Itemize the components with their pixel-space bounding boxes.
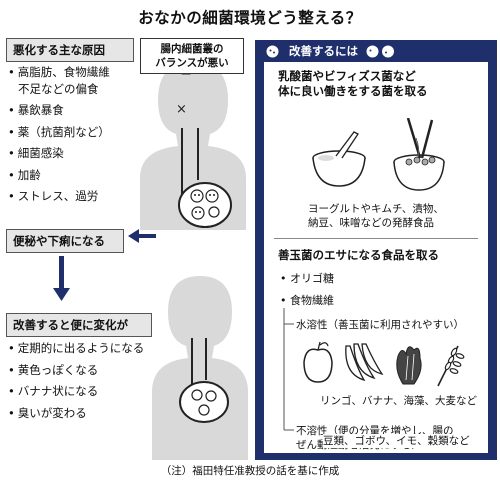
improve-header: 改善すると便に変化が xyxy=(6,313,152,337)
improvement-panel: 改善するには 乳酸菌やビフィズス菌など 体に良い働きをする菌を取る xyxy=(255,40,497,460)
prebiotics-title: 善玉菌のエサになる食品を取る xyxy=(278,248,439,262)
bacteria-icon xyxy=(366,45,394,58)
tree-lines xyxy=(283,308,294,431)
yogurt-bowl-icon xyxy=(312,131,366,187)
cause-item: ストレス、過労 xyxy=(8,186,110,208)
imbalance-callout: 腸内細菌叢の バランスが悪い xyxy=(140,38,244,74)
constipation-header: 便秘や下痢になる xyxy=(6,229,124,253)
banana-icon xyxy=(345,343,384,382)
soluble-label: 水溶性（善玉菌に利用されやすい） xyxy=(296,319,464,331)
divider xyxy=(274,238,478,239)
oligo-item: • オリゴ糖 xyxy=(280,272,334,285)
cause-item: 暴飲暴食 xyxy=(8,100,110,122)
panel-content: 乳酸菌やビフィズス菌など 体に良い働きをする菌を取る ヨーグルトやキムチ、 xyxy=(264,62,488,453)
improvement-item: 黄色っぽくなる xyxy=(8,360,144,382)
insoluble-foods: 豆類、ゴボウ、イモ、穀類など xyxy=(323,434,470,448)
cause-item: 薬（抗菌剤など） xyxy=(8,122,110,144)
apple-icon xyxy=(303,341,333,383)
cause-item: 加齢 xyxy=(8,165,110,187)
fermented-food-icons xyxy=(312,118,445,191)
seaweed-icon xyxy=(396,346,422,385)
improvement-item: 定期的に出るようになる xyxy=(8,338,145,360)
barley-icon xyxy=(437,345,465,387)
left-arrow xyxy=(128,229,156,243)
soluble-food-icons xyxy=(303,341,465,387)
natto-bowl-icon xyxy=(393,118,445,191)
improvement-item: 臭いが変わる xyxy=(8,403,144,425)
source-note: （注）福田特任准教授の話を基に作成 xyxy=(160,465,340,477)
fiber-item: • 食物繊維 xyxy=(280,294,334,307)
soluble-foods: リンゴ、バナナ、海藻、大麦など xyxy=(320,395,477,407)
page-title: おなかの細菌環境どう整える？ xyxy=(138,9,362,27)
causes-list: 高脂肪、食物繊維 不足などの偏食 暴飲暴食 薬（抗菌剤など） 細菌感染 加齢 ス… xyxy=(8,62,110,208)
eye-mark: × xyxy=(176,102,187,117)
improvement-list: 定期的に出るようになる 黄色っぽくなる バナナ状になる 臭いが変わる xyxy=(8,338,145,425)
improvement-item: バナナ状になる xyxy=(8,381,144,403)
probiotics-title: 乳酸菌やビフィズス菌など 体に良い働きをする菌を取る xyxy=(278,69,428,98)
down-arrow xyxy=(53,256,70,301)
cause-item: 高脂肪、食物繊維 xyxy=(8,62,110,84)
panel-title: 改善するには xyxy=(289,44,358,58)
fermented-caption: ヨーグルトやキムチ、漬物、 納豆、味噌などの発酵食品 xyxy=(308,203,444,229)
cause-item: 細菌感染 xyxy=(8,143,110,165)
bacteria-icon xyxy=(266,45,279,58)
cause-item-cont: 不足などの偏食 xyxy=(18,81,99,96)
upper-figure: × xyxy=(140,62,246,230)
lower-figure xyxy=(152,276,248,460)
